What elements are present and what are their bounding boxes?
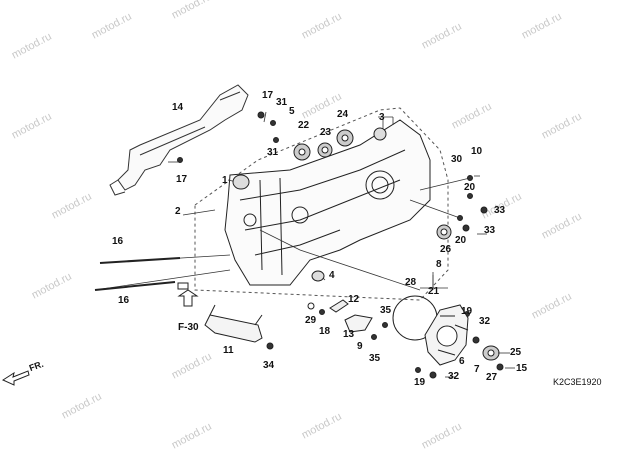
callout-1: 1 <box>222 175 228 186</box>
callout-15: 15 <box>516 363 528 374</box>
callout-17b: 17 <box>176 174 188 185</box>
callout-28: 28 <box>405 277 417 288</box>
callout-35: 35 <box>380 305 392 316</box>
callout-20a: 20 <box>464 182 476 193</box>
callout-31: 31 <box>276 97 288 108</box>
bolts <box>177 111 504 379</box>
callout-9: 9 <box>357 341 363 352</box>
callout-34: 34 <box>263 360 275 371</box>
callout-26: 26 <box>440 244 452 255</box>
guard-plate <box>204 304 263 343</box>
callout-brackets <box>168 111 515 378</box>
callout-12: 12 <box>348 294 360 305</box>
callout-6: 6 <box>459 356 465 367</box>
callout-16b: 16 <box>118 295 130 306</box>
callout-22: 22 <box>298 120 310 131</box>
crankcase-body <box>224 119 431 286</box>
callout-11: 11 <box>223 345 234 356</box>
callout-13: 13 <box>343 329 355 340</box>
callout-32b: 32 <box>448 371 460 382</box>
callout-25: 25 <box>510 347 522 358</box>
callout-31b: 31 <box>267 147 279 158</box>
stud-rods <box>94 257 181 291</box>
callout-2: 2 <box>175 206 181 217</box>
bracket-part <box>109 84 249 196</box>
callout-33b: 33 <box>484 225 496 236</box>
cover-plate <box>392 295 469 366</box>
callout-5: 5 <box>289 106 295 117</box>
small-bracket <box>307 299 373 333</box>
callout-30: 30 <box>451 154 463 165</box>
callout-4: 4 <box>329 270 335 281</box>
callout-10: 10 <box>471 146 483 157</box>
callout-7: 7 <box>474 364 480 375</box>
callout-29: 29 <box>305 315 317 326</box>
callout-24: 24 <box>337 109 349 120</box>
callout-3: 3 <box>379 112 385 123</box>
callout-21: 21 <box>428 286 440 297</box>
callout-16a: 16 <box>112 236 124 247</box>
callout-20b: 20 <box>455 235 467 246</box>
f30-arrow-icon <box>177 282 199 307</box>
callout-18: 18 <box>319 326 331 337</box>
callout-27: 27 <box>486 372 498 383</box>
bearings <box>232 127 500 361</box>
callout-23: 23 <box>320 127 332 138</box>
callout-32a: 32 <box>479 316 491 327</box>
callout-33a: 33 <box>494 205 506 216</box>
callout-35b: 35 <box>369 353 381 364</box>
callout-17: 17 <box>262 90 274 101</box>
front-direction-arrow-icon <box>1 370 30 386</box>
reference-label: F-30 <box>178 322 199 333</box>
assembly-boundary <box>194 107 449 301</box>
diagram-code: K2C3E1920 <box>553 377 602 387</box>
callout-19b: 19 <box>414 377 426 388</box>
callout-19a: 19 <box>461 306 473 317</box>
callout-8: 8 <box>436 259 442 270</box>
callout-14: 14 <box>172 102 184 113</box>
